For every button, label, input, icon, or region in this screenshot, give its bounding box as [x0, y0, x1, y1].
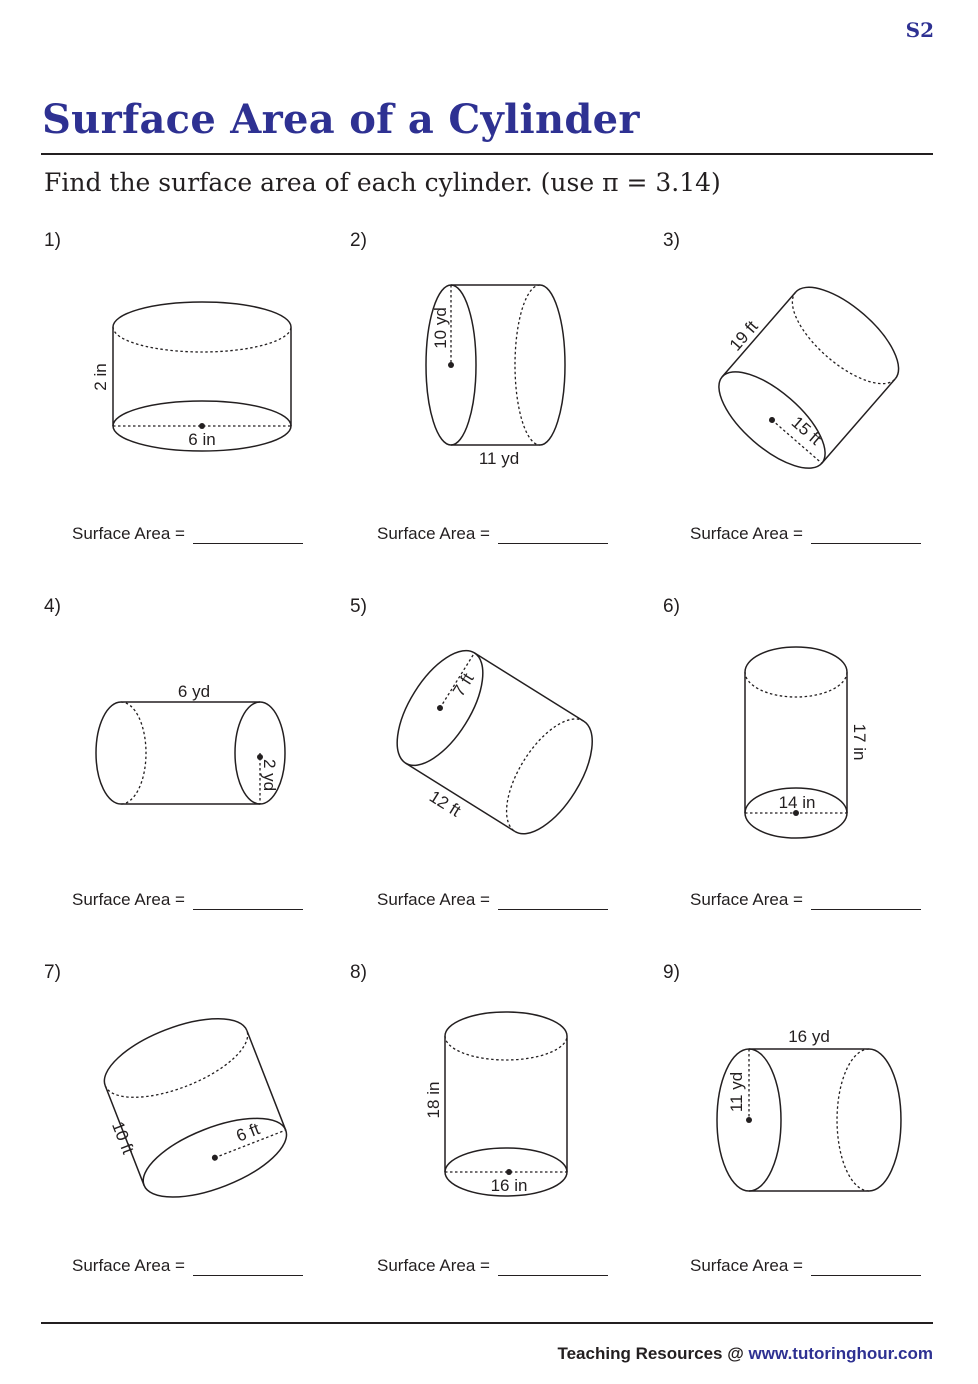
answer-row: Surface Area = [690, 1256, 921, 1276]
answer-label: Surface Area = [72, 890, 185, 909]
cylinder-4: 6 yd 2 yd [95, 682, 286, 805]
answer-blank[interactable] [810, 891, 921, 910]
problem-number: 1) [44, 230, 61, 251]
instructions: Find the surface area of each cylinder. … [44, 168, 721, 197]
answer-blank[interactable] [497, 525, 608, 544]
diameter-label: 6 in [188, 430, 215, 449]
problem-number: 8) [350, 962, 367, 983]
radius-label: 11 yd [727, 1072, 746, 1112]
answer-row: Surface Area = [690, 890, 921, 910]
worksheet-code: S2 [905, 18, 934, 42]
problem-number: 9) [663, 962, 680, 983]
answer-blank[interactable] [192, 1257, 303, 1276]
length-label: 6 yd [178, 682, 210, 701]
problem-number: 7) [44, 962, 61, 983]
length-label: 12 ft [426, 787, 464, 821]
footer-divider [41, 1322, 933, 1324]
height-label: 18 in [424, 1082, 443, 1119]
footer: Teaching Resources @ www.tutoringhour.co… [557, 1344, 933, 1364]
answer-row: Surface Area = [377, 524, 608, 544]
cylinder-2: 10 yd 11 yd [425, 284, 566, 468]
answer-label: Surface Area = [377, 524, 490, 543]
answer-label: Surface Area = [690, 1256, 803, 1275]
problem-number: 3) [663, 230, 680, 251]
cylinder-9: 11 yd 16 yd [716, 1027, 902, 1192]
footer-text: Teaching Resources @ [557, 1344, 749, 1363]
answer-label: Surface Area = [72, 524, 185, 543]
problem-number: 4) [44, 596, 61, 617]
answer-blank[interactable] [192, 891, 303, 910]
answer-row: Surface Area = [72, 524, 303, 544]
answer-label: Surface Area = [377, 1256, 490, 1275]
diameter-label: 14 in [779, 793, 816, 812]
title-divider [41, 153, 933, 155]
diameter-label: 16 in [491, 1176, 528, 1195]
cylinder-7: 10 ft 6 ft [103, 1017, 288, 1198]
footer-link[interactable]: www.tutoringhour.com [748, 1344, 933, 1363]
length-label: 19 ft [726, 317, 762, 355]
height-label: 17 in [850, 724, 869, 761]
cylinder-6: 17 in 14 in [744, 646, 869, 839]
problem-number: 6) [663, 596, 680, 617]
cylinder-5: 7 ft 12 ft [396, 649, 593, 835]
answer-blank[interactable] [497, 1257, 608, 1276]
answer-blank[interactable] [192, 525, 303, 544]
radius-label: 7 ft [449, 670, 478, 700]
cylinder-8: 18 in 16 in [424, 1011, 568, 1197]
cylinder-1: 2 in 6 in [91, 301, 292, 452]
answer-label: Surface Area = [72, 1256, 185, 1275]
radius-label: 6 ft [234, 1119, 263, 1145]
height-label: 2 in [91, 363, 110, 390]
answer-row: Surface Area = [377, 890, 608, 910]
answer-row: Surface Area = [690, 524, 921, 544]
answer-row: Surface Area = [377, 1256, 608, 1276]
answer-blank[interactable] [497, 891, 608, 910]
problem-number: 2) [350, 230, 367, 251]
radius-label: 10 yd [431, 307, 450, 349]
radius-label: 15 ft [788, 413, 826, 449]
answer-blank[interactable] [810, 1257, 921, 1276]
answer-label: Surface Area = [377, 890, 490, 909]
length-label: 11 yd [479, 449, 519, 468]
answer-label: Surface Area = [690, 524, 803, 543]
page-title: Surface Area of a Cylinder [42, 96, 640, 143]
radius-label: 2 yd [260, 759, 279, 791]
length-label: 16 yd [788, 1027, 830, 1046]
answer-label: Surface Area = [690, 890, 803, 909]
problem-number: 5) [350, 596, 367, 617]
answer-blank[interactable] [810, 525, 921, 544]
answer-row: Surface Area = [72, 890, 303, 910]
cylinder-3: 19 ft 15 ft [718, 286, 900, 469]
height-label: 10 ft [108, 1119, 138, 1157]
answer-row: Surface Area = [72, 1256, 303, 1276]
